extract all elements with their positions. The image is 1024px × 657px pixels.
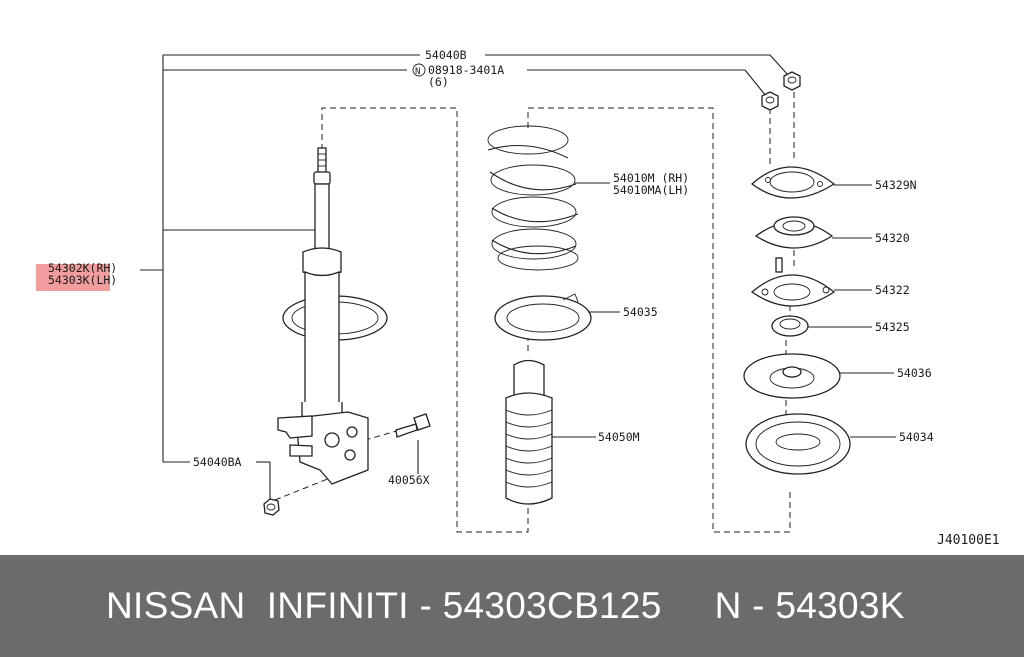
- diagram-code: J40100E1: [937, 533, 1000, 548]
- label-54322: 54322: [875, 283, 910, 297]
- mount-54329n: [750, 166, 836, 199]
- label-40056x: 40056X: [388, 473, 430, 487]
- label-54050m: 54050M: [598, 430, 640, 444]
- nut-54040ba: [263, 498, 280, 516]
- labels: 54040B N 08918-3401A (6) 54302K(RH) 5430…: [48, 48, 1000, 548]
- bolt-40056x: [395, 413, 431, 438]
- label-54010ma-lh: 54010MA(LH): [613, 183, 689, 197]
- label-54303k-lh: 54303K(LH): [48, 273, 117, 287]
- label-54040b: 54040B: [425, 48, 467, 62]
- leader-lines: [417, 182, 896, 474]
- parts-diagram: 54040B N 08918-3401A (6) 54302K(RH) 5430…: [36, 48, 1000, 548]
- label-54040ba: 54040BA: [193, 455, 242, 469]
- coil-spring: [487, 125, 579, 271]
- label-n-prefix: N: [415, 67, 420, 77]
- bearing-54325: [771, 315, 809, 337]
- insulator-54036: [743, 353, 841, 399]
- label-54034: 54034: [899, 430, 934, 444]
- n-prefix-circle: [412, 63, 426, 77]
- label-54320: 54320: [875, 231, 910, 245]
- label-54302k-rh: 54302K(RH): [48, 261, 117, 275]
- dust-boot-54050m: [505, 359, 553, 505]
- spring-seat-54035: [494, 293, 592, 341]
- label-bolt-qty: (6): [428, 75, 449, 89]
- label-08918-3401a: 08918-3401A: [428, 63, 504, 77]
- label-54329n: 54329N: [875, 178, 917, 192]
- dashed-guides: [274, 92, 795, 533]
- label-54010m-rh: 54010M (RH): [613, 171, 689, 185]
- highlight-box: [36, 264, 110, 291]
- mount-54320: [754, 216, 834, 249]
- label-54035: 54035: [623, 305, 658, 319]
- bracket-lines: [140, 54, 789, 500]
- mount-54322: [750, 257, 836, 307]
- nuts-top: [761, 71, 801, 111]
- strut-assembly: [277, 147, 388, 485]
- label-54325: 54325: [875, 320, 910, 334]
- footer-banner: NISSAN INFINITI - 54303CB125 N - 54303K: [0, 555, 1024, 657]
- insulator-54034: [745, 413, 851, 475]
- part-number-caption: NISSAN INFINITI - 54303CB125 N - 54303K: [106, 585, 905, 626]
- label-54036: 54036: [897, 366, 932, 380]
